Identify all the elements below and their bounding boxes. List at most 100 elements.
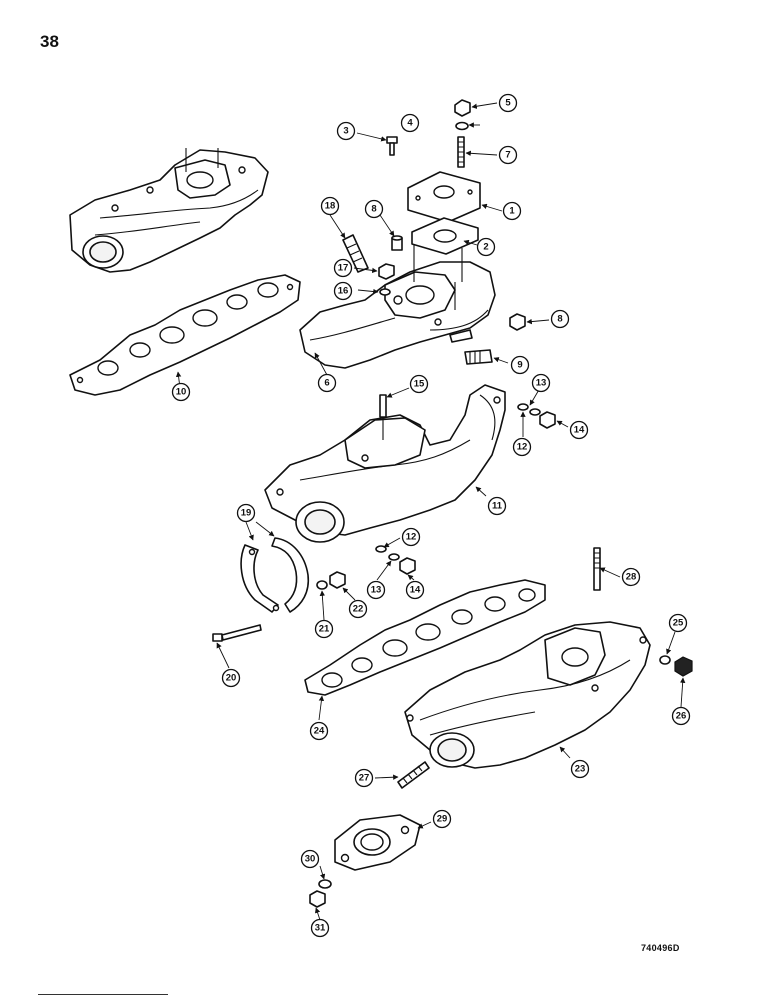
callout-30: 30: [300, 849, 320, 869]
assembled-manifold-view: [69, 148, 269, 273]
outlet-flange-29: [334, 814, 421, 871]
washer-16: [379, 288, 391, 296]
drawing-reference-code: 740496D: [641, 943, 680, 953]
callout-number: 26: [676, 711, 687, 722]
stud-28: [593, 547, 601, 591]
callout-number: 10: [176, 387, 187, 398]
callout-20: 20: [221, 668, 241, 688]
callout-number: 31: [315, 923, 326, 934]
callout-21: 21: [314, 619, 334, 639]
callout-13a: 13: [531, 373, 551, 393]
callout-17: 17: [333, 258, 353, 278]
callout-29: 29: [432, 809, 452, 829]
callout-15: 15: [409, 374, 429, 394]
bolt-3: [386, 136, 398, 156]
callout-25: 25: [668, 613, 688, 633]
callout-number: 12: [406, 532, 417, 543]
callout-24: 24: [309, 721, 329, 741]
callout-number: 27: [359, 773, 370, 784]
callout-number: 4: [407, 118, 413, 129]
callout-6: 6: [317, 373, 337, 393]
callout-number: 15: [414, 379, 425, 390]
callout-12a: 12: [512, 437, 532, 457]
callout-number: 13: [371, 585, 382, 596]
nut-14-upper: [539, 411, 556, 429]
callout-16: 16: [333, 281, 353, 301]
manifold-gasket-lower: [304, 579, 546, 696]
callout-number: 30: [305, 854, 316, 865]
adapter-gasket: [411, 217, 479, 255]
bolt-20: [212, 624, 262, 642]
callout-number: 17: [338, 263, 349, 274]
callout-number: 24: [314, 726, 325, 737]
callout-number: 19: [241, 508, 252, 519]
stud-7: [457, 136, 465, 168]
washer-12-upper: [517, 403, 529, 411]
callout-number: 12: [517, 442, 528, 453]
callout-18: 18: [320, 196, 340, 216]
callout-3: 3: [336, 121, 356, 141]
callout-26: 26: [671, 706, 691, 726]
callout-number: 2: [483, 242, 488, 253]
adapter-plate: [407, 171, 481, 223]
callout-number: 6: [324, 378, 329, 389]
callout-number: 13: [536, 378, 547, 389]
callout-number: 7: [505, 150, 510, 161]
callout-2: 2: [476, 237, 496, 257]
footer-divider: [38, 994, 168, 995]
callout-number: 5: [505, 98, 511, 109]
callout-12b: 12: [401, 527, 421, 547]
callout-10: 10: [171, 382, 191, 402]
callout-number: 3: [343, 126, 348, 137]
callout-8b: 8: [550, 309, 570, 329]
callout-number: 28: [626, 572, 637, 583]
callout-31: 31: [310, 918, 330, 938]
washer-4: [455, 121, 469, 131]
callout-number: 16: [338, 286, 349, 297]
nut-5: [454, 99, 471, 117]
plug-18: [342, 234, 369, 273]
callout-number: 25: [673, 618, 684, 629]
washer-12-lower: [375, 545, 387, 553]
nut-22: [329, 571, 346, 589]
callout-number: 14: [410, 585, 421, 596]
clamp-19: [240, 537, 310, 613]
callout-28: 28: [621, 567, 641, 587]
washer-30: [318, 879, 332, 889]
callout-11: 11: [487, 496, 507, 516]
callout-4: 4: [400, 113, 420, 133]
nut-14-lower: [399, 557, 416, 575]
callout-5: 5: [498, 93, 518, 113]
nut-26: [674, 656, 693, 677]
nut-17: [378, 263, 395, 280]
lockwasher-13-upper: [529, 408, 541, 416]
callout-13b: 13: [366, 580, 386, 600]
cap-8-top: [391, 235, 403, 251]
plug-9: [464, 349, 493, 365]
intake-manifold-upper: [299, 245, 496, 369]
callout-number: 8: [557, 314, 562, 325]
nut-8-right: [509, 313, 526, 331]
callout-number: 29: [437, 814, 448, 825]
callout-number: 9: [517, 360, 522, 371]
callout-23: 23: [570, 759, 590, 779]
lockwasher-13-lower: [388, 553, 400, 561]
callout-19: 19: [236, 503, 256, 523]
callout-number: 8: [371, 204, 376, 215]
callout-7: 7: [498, 145, 518, 165]
page-number: 38: [40, 32, 59, 51]
stud-27: [397, 761, 430, 789]
callout-number: 18: [325, 201, 336, 212]
exhaust-manifold-lower: [404, 621, 651, 769]
callout-number: 1: [509, 206, 515, 217]
callout-number: 11: [492, 501, 503, 512]
callout-number: 22: [353, 604, 364, 615]
callout-number: 20: [226, 673, 237, 684]
washer-21: [316, 580, 328, 590]
exhaust-manifold-middle: [264, 384, 506, 543]
callout-27: 27: [354, 768, 374, 788]
manifold-gasket-left: [69, 274, 301, 396]
stud-15: [379, 394, 387, 418]
callout-number: 21: [319, 624, 330, 635]
